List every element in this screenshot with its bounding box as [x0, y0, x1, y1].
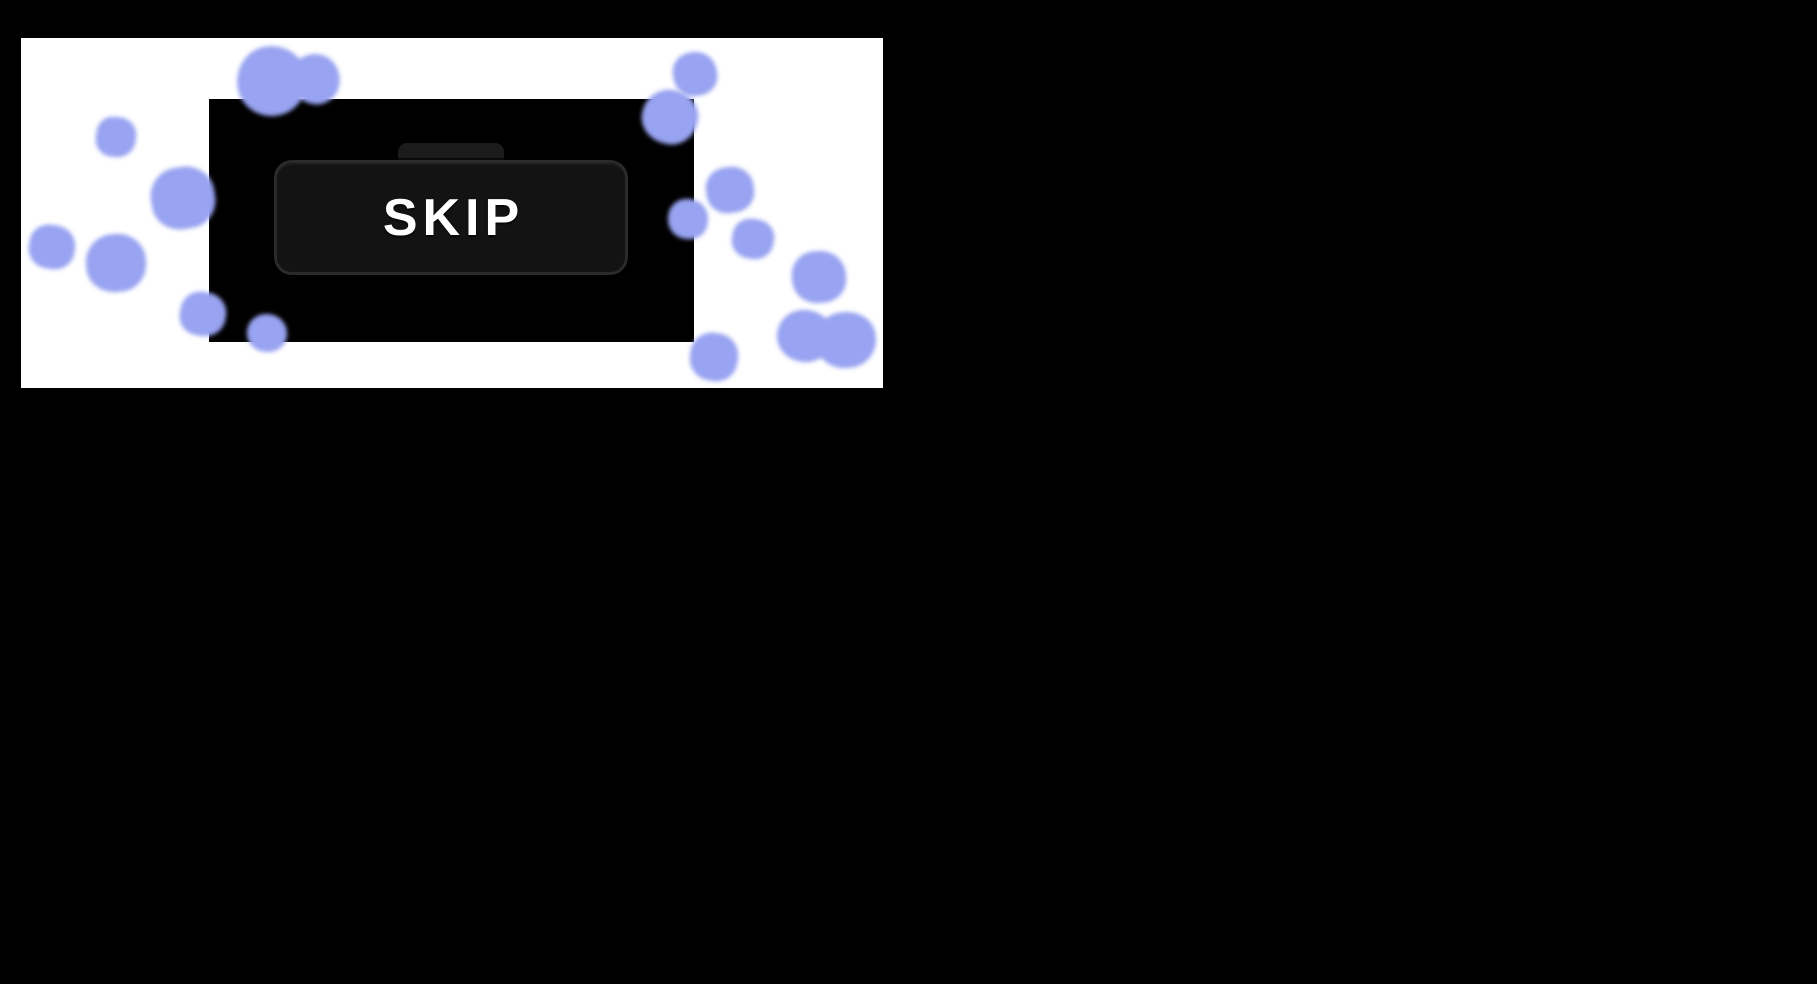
- paint-blob: [728, 215, 778, 263]
- paint-blob: [790, 249, 848, 305]
- paint-blob: [668, 47, 722, 101]
- paint-blob: [83, 231, 149, 295]
- paint-blob: [26, 222, 78, 272]
- paint-blob: [813, 309, 879, 371]
- skip-button-label: SKIP: [382, 188, 525, 247]
- popup-panel: SKIP: [21, 38, 883, 388]
- paint-blob: [94, 115, 138, 159]
- skip-button[interactable]: SKIP: [274, 160, 628, 275]
- paint-blob: [686, 329, 742, 385]
- paint-blob: [703, 163, 757, 217]
- paint-blob: [774, 307, 836, 365]
